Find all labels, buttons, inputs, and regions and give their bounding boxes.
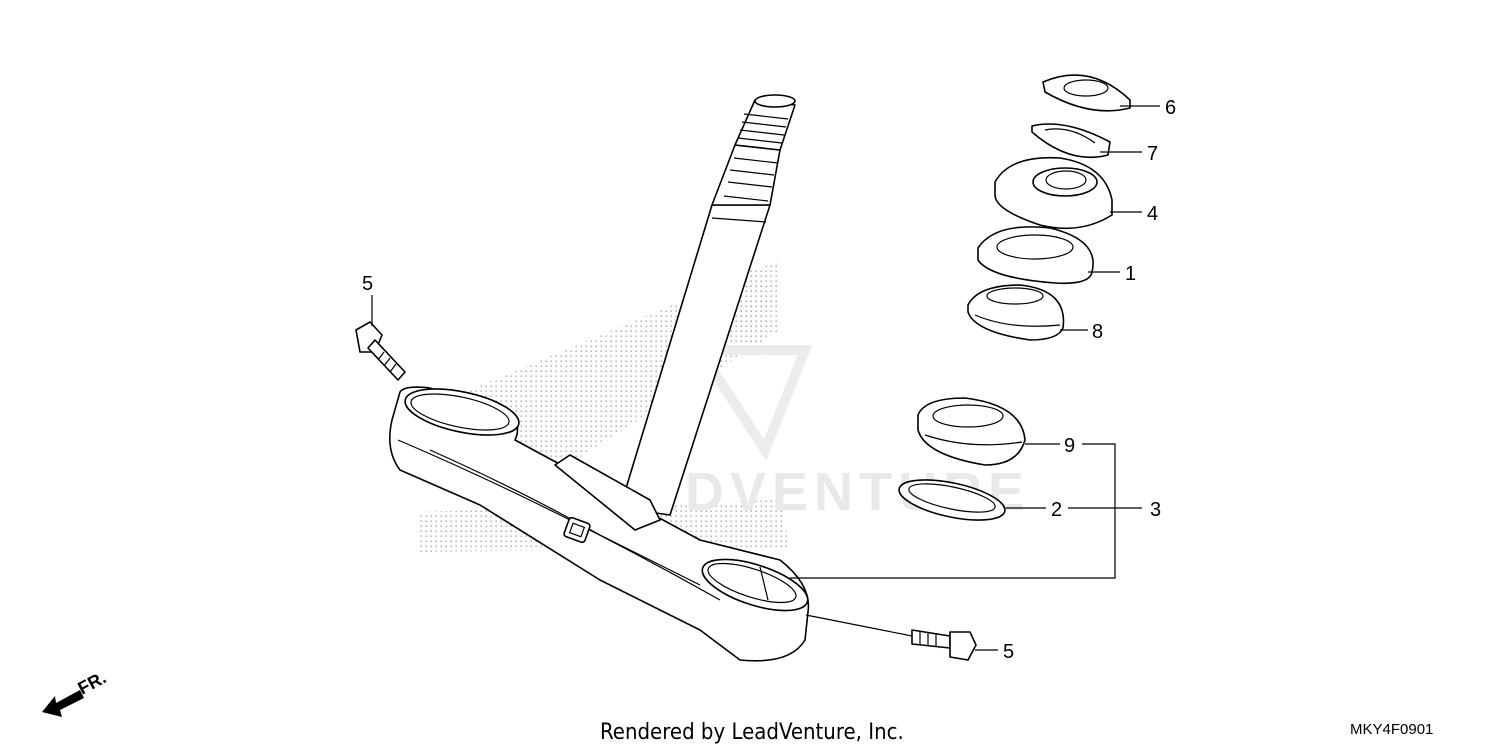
callout-9: 9 <box>1064 435 1075 457</box>
lower-dust-seal <box>898 479 1006 521</box>
bolt-upper <box>355 321 406 381</box>
callout-5-upper: 5 <box>362 273 373 295</box>
upper-bearing <box>967 284 1065 341</box>
callout-1: 1 <box>1125 263 1136 285</box>
lock-washer <box>1031 123 1111 159</box>
front-direction-arrow <box>42 690 84 717</box>
callout-5-lower: 5 <box>1003 641 1014 663</box>
render-credit: Rendered by LeadVenture, Inc. <box>600 720 904 745</box>
dust-seal <box>977 226 1094 285</box>
callout-2: 2 <box>1051 499 1062 521</box>
lock-nut <box>1042 74 1131 112</box>
diagram-code: MKY4F0901 <box>1350 721 1433 738</box>
callout-7: 7 <box>1147 143 1158 165</box>
leader-lines <box>371 105 1160 651</box>
steering-stem <box>619 94 796 516</box>
lower-bearing <box>917 397 1026 466</box>
callout-6: 6 <box>1165 97 1176 119</box>
callout-4: 4 <box>1147 203 1158 225</box>
bolt-lower <box>911 629 977 661</box>
steering-stem-lower-bridge <box>389 386 810 662</box>
callout-8: 8 <box>1092 321 1103 343</box>
callout-3: 3 <box>1150 499 1161 521</box>
adjusting-nut <box>994 156 1113 230</box>
